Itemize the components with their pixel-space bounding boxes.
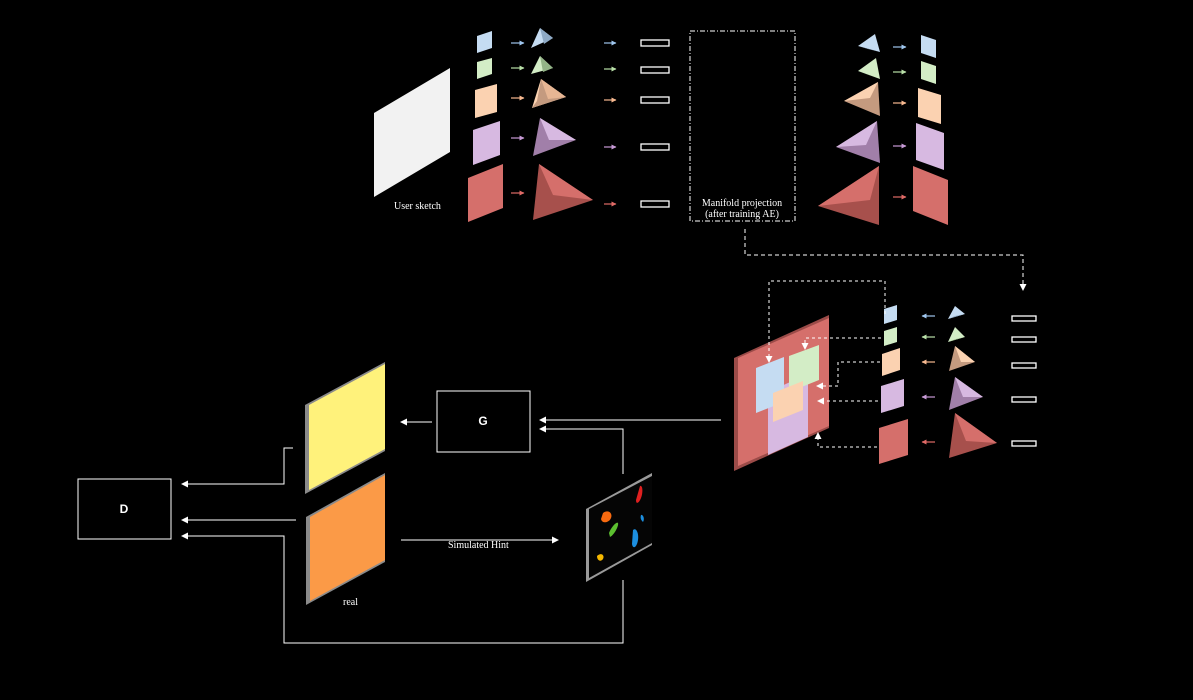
decoder-cube-lavender — [916, 123, 944, 170]
hint-cube-green — [884, 327, 897, 346]
real-label: real — [343, 597, 358, 608]
hint-cube-lavender — [881, 379, 904, 413]
hint-cube-salmon — [879, 419, 908, 464]
latent-vector-3 — [640, 96, 670, 104]
manifold-label-line2: (after training AE) — [705, 209, 779, 220]
latent-vector-5 — [640, 200, 670, 208]
encoder-pyramid-lavender — [533, 118, 576, 156]
encoder-cube-lavender — [473, 121, 500, 165]
encoder-cube-peach — [475, 84, 497, 118]
generated-image — [305, 362, 385, 494]
gan-section: G real D Simulated Hint — [77, 362, 721, 644]
encoder-pyramid-blue — [531, 28, 553, 48]
encoder-cube-green — [477, 58, 492, 79]
hint-strokes-icon — [586, 473, 652, 582]
latent-vector-1 — [640, 39, 670, 47]
encoder-cube-blue — [477, 31, 492, 53]
discriminator-label: D — [120, 502, 129, 516]
hint-pyramid-green — [948, 327, 965, 342]
hint-pyramid-salmon — [949, 413, 997, 458]
hint-cube-blue — [884, 305, 897, 324]
manifold-projection-box — [689, 30, 796, 222]
simulated-hint-label: Simulated Hint — [448, 540, 509, 551]
hint-latent-vector-4 — [1011, 396, 1037, 403]
user-sketch-panel — [374, 68, 450, 197]
encoder-cube-salmon — [468, 164, 503, 222]
generator-label: G — [478, 414, 487, 428]
decoder-pyramid-green — [858, 58, 880, 79]
decoder-pyramid-blue — [858, 34, 880, 52]
hint-construction-section — [734, 280, 1037, 471]
hint-latent-vector-5 — [1011, 440, 1037, 447]
hint-latent-vector-3 — [1011, 362, 1037, 369]
discriminator-box — [77, 478, 172, 540]
decoder-cube-peach — [918, 88, 941, 124]
hint-pyramid-peach — [949, 346, 975, 371]
hint-pyramid-blue — [948, 306, 965, 319]
user-sketch-label: User sketch — [394, 201, 441, 212]
autoencoder-section: User sketch — [374, 28, 948, 225]
encoder-pyramid-peach — [532, 79, 566, 108]
hint-latent-vector-2 — [1011, 336, 1037, 343]
generator-box — [436, 390, 531, 453]
hint-pyramid-lavender — [949, 377, 983, 410]
decoder-cube-blue — [921, 35, 936, 58]
composite-hint-panel — [734, 315, 829, 471]
encoder-pyramid-green — [531, 56, 553, 74]
latent-vector-2 — [640, 66, 670, 74]
real-image — [306, 473, 385, 605]
decoder-pyramid-salmon — [818, 166, 879, 225]
encoder-pyramid-salmon — [533, 164, 593, 220]
manifold-to-latent-connector — [744, 229, 1027, 291]
decoder-pyramid-lavender — [836, 121, 880, 163]
manifold-label-line1: Manifold projection — [702, 198, 782, 209]
hint-latent-vector-1 — [1011, 315, 1037, 322]
decoder-pyramid-peach — [844, 82, 880, 116]
decoder-cube-salmon — [913, 166, 948, 225]
hint-cube-peach — [882, 348, 900, 376]
decoder-cube-green — [921, 61, 936, 84]
latent-vector-4 — [640, 143, 670, 151]
